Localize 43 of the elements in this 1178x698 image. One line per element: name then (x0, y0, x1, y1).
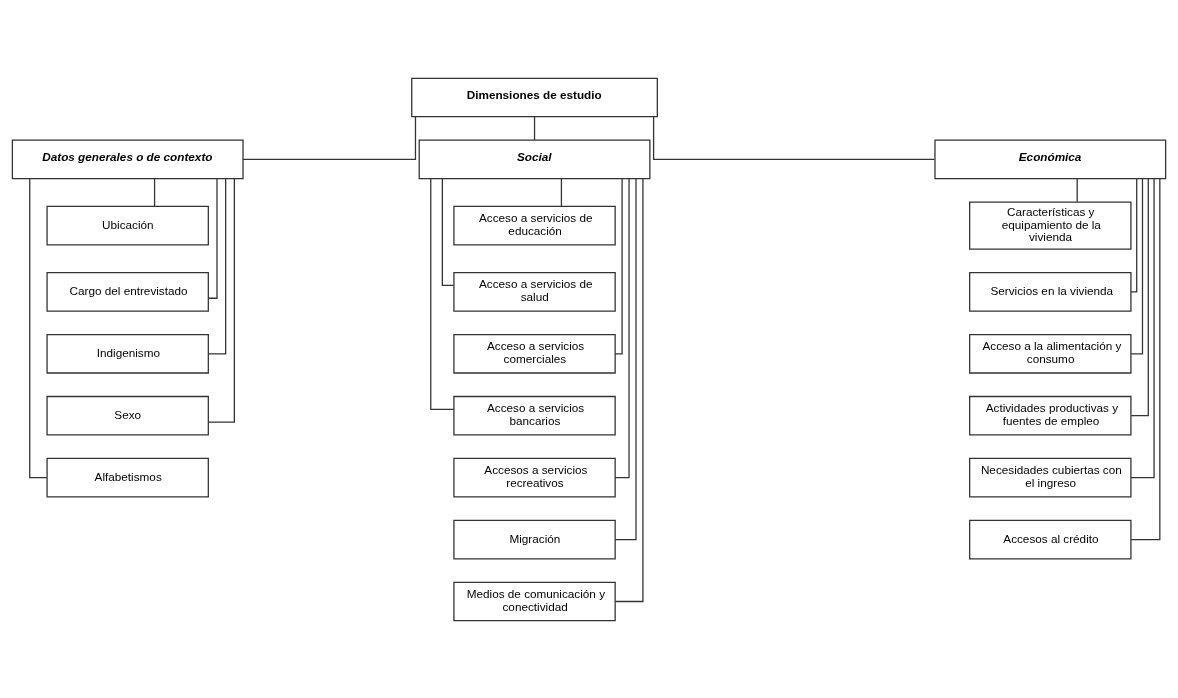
node-box: Necesidades cubiertas con el ingreso (969, 457, 1132, 497)
node-box: Acceso a servicios bancarios (453, 395, 616, 436)
node-box: Accesos a servicios recreativos (453, 457, 616, 497)
connector (430, 177, 455, 410)
connector (1130, 177, 1144, 354)
connector (1130, 177, 1138, 292)
node-box: Acceso a servicios de salud (453, 271, 616, 312)
node-box: Social (418, 139, 651, 179)
node-box: Actividades productivas y fuentes de empleo (969, 395, 1132, 436)
node-box: Migración (453, 519, 616, 559)
node-box: Acceso a servicios comerciales (453, 333, 616, 374)
node-box: Accesos al crédito (969, 519, 1132, 559)
connector (614, 177, 644, 602)
connector (1076, 177, 1078, 202)
connector (614, 177, 623, 354)
node-box: Económica (934, 139, 1167, 179)
connector (652, 115, 936, 160)
connector (207, 177, 218, 299)
node-box: Acceso a la alimentación y consumo (969, 333, 1132, 374)
node-box: Indigenismo (46, 333, 209, 374)
connector (533, 115, 536, 141)
node-box: Cargo del entrevistado (46, 271, 209, 312)
connector (1130, 177, 1155, 478)
node-box: Datos generales o de contexto (11, 139, 244, 179)
connector (614, 177, 630, 478)
node-box: Dimensiones de estudio (411, 77, 658, 117)
connector (614, 177, 637, 540)
connector (560, 177, 563, 207)
connector (207, 177, 227, 354)
connector (207, 177, 235, 423)
connector (242, 115, 417, 160)
node-box: Alfabetismos (46, 457, 209, 497)
connector (1130, 177, 1149, 416)
node-box: Acceso a servicios de educación (453, 205, 616, 245)
node-box: Servicios en la vivienda (969, 271, 1132, 312)
node-box: Ubicación (46, 205, 209, 245)
connector (1130, 177, 1161, 540)
connector (29, 177, 48, 478)
connector (441, 177, 455, 286)
node-box: Medios de comunicación y conectividad (453, 581, 616, 621)
node-box: Características y equipamiento de la vivienda (969, 201, 1132, 250)
node-box: Sexo (46, 395, 209, 436)
connector (153, 177, 156, 207)
